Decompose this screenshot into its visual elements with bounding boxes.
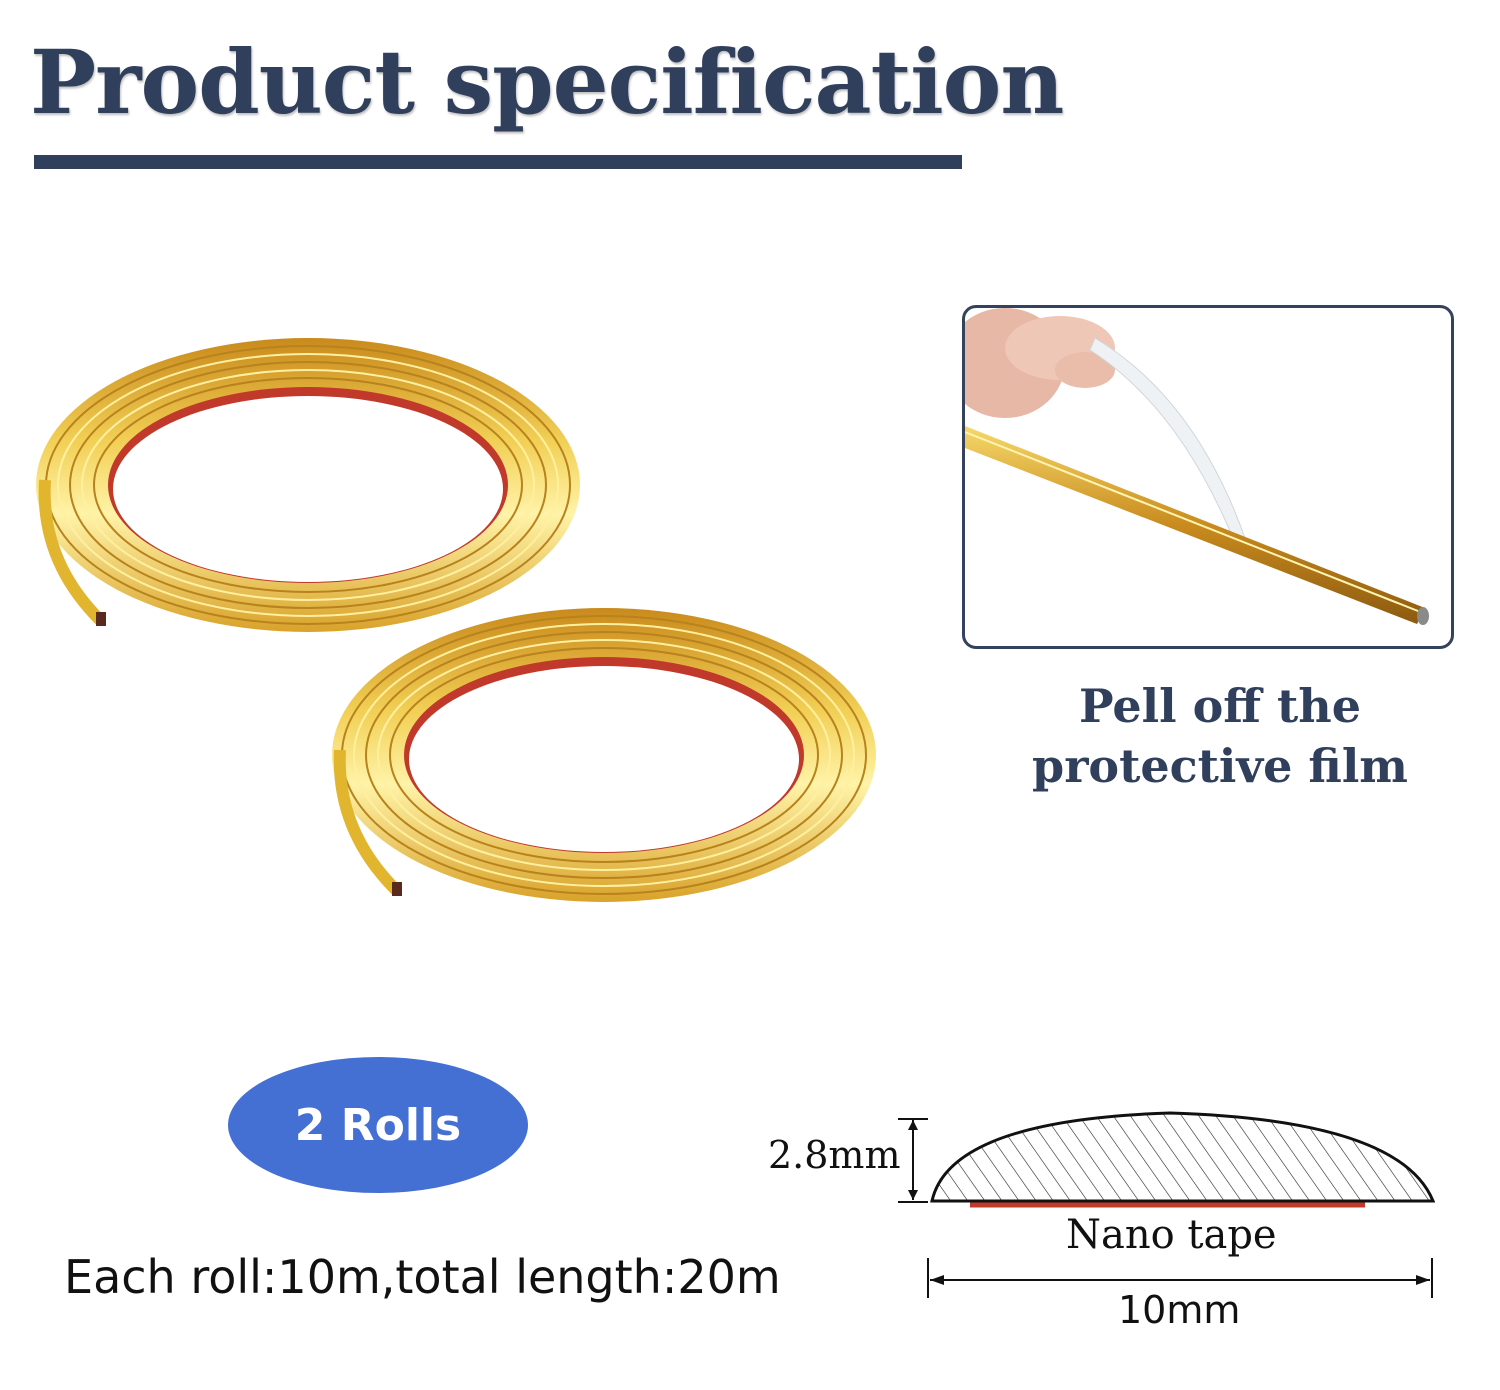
- product-rolls-image: [36, 338, 876, 902]
- peel-film-image: [962, 305, 1454, 649]
- length-description: Each roll:10m,total length:20m: [64, 1250, 781, 1304]
- cross-section-diagram: [898, 1111, 1436, 1298]
- page-title: Product specification: [30, 30, 1064, 134]
- nano-tape-label: Nano tape: [1066, 1212, 1277, 1258]
- film-caption-line1: Pell off the: [1079, 679, 1361, 733]
- rolls-badge-label: 2 Rolls: [294, 1099, 462, 1151]
- film-caption: Pell off the protective film: [1020, 676, 1420, 796]
- film-caption-line2: protective film: [1032, 739, 1408, 793]
- rolls-badge: 2 Rolls: [228, 1057, 528, 1193]
- title-underline: [34, 155, 962, 169]
- width-label: 10mm: [1118, 1288, 1241, 1332]
- gold-roll-1: [36, 338, 580, 632]
- gold-roll-2: [332, 608, 876, 902]
- hand-icon: [965, 308, 1115, 418]
- height-label: 2.8mm: [768, 1133, 901, 1177]
